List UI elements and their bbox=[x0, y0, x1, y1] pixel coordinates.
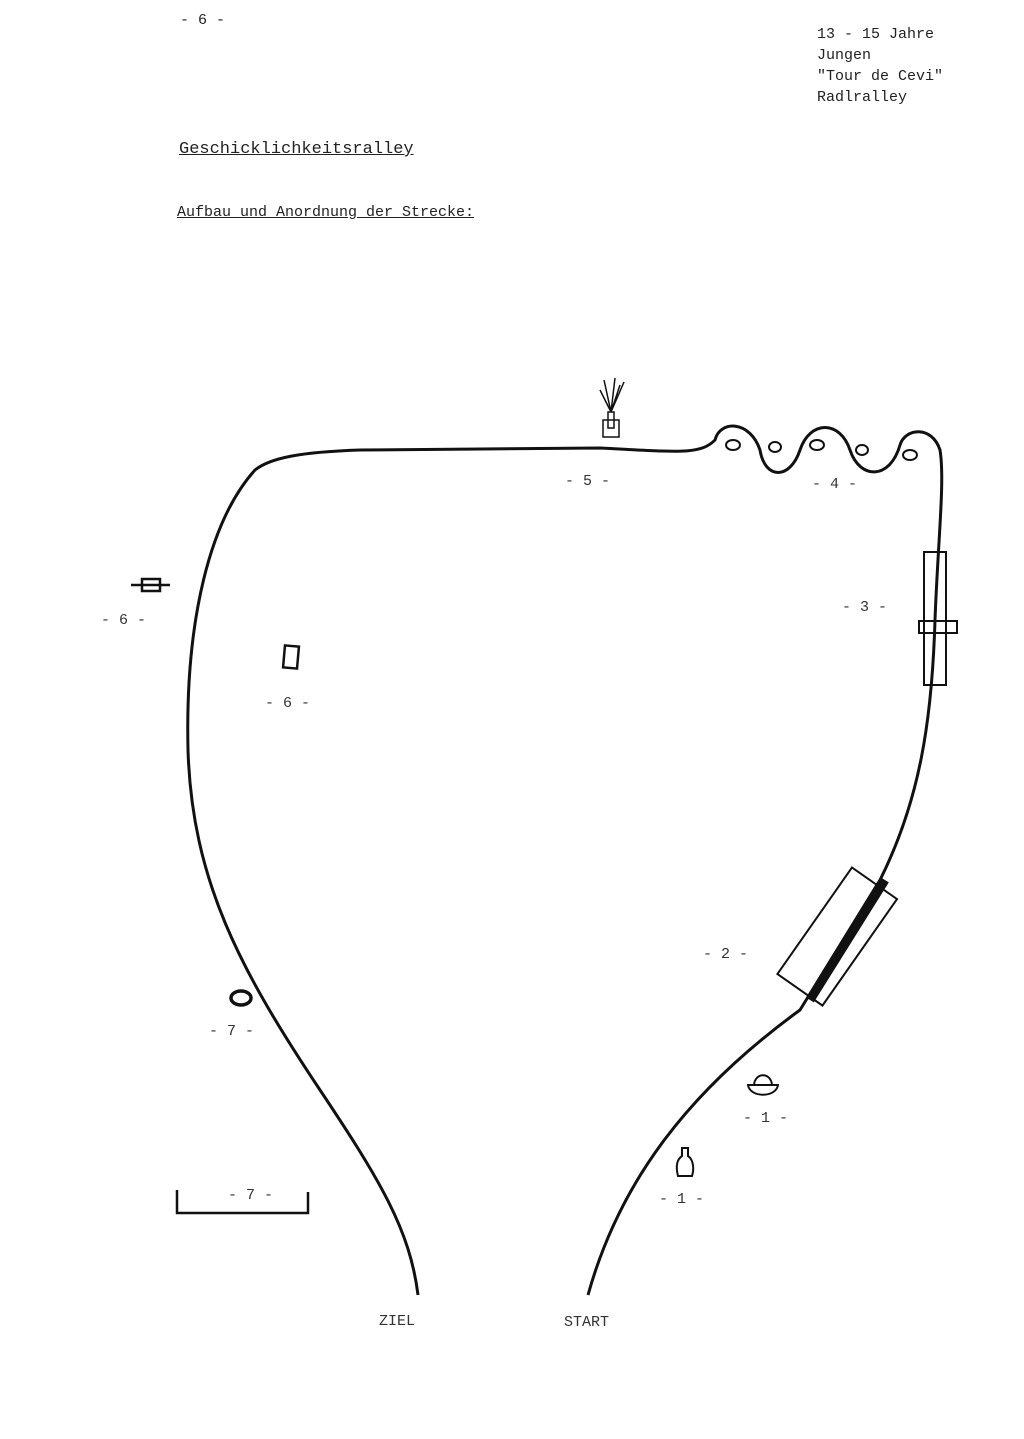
station-6-label: - 6 - bbox=[101, 612, 146, 629]
header-info: 13 - 15 Jahre Jungen "Tour de Cevi" Radl… bbox=[817, 24, 943, 108]
section-heading: Aufbau und Anordnung der Strecke: bbox=[177, 204, 475, 221]
station-5-label: - 5 - bbox=[565, 473, 610, 490]
finish-label: ZIEL bbox=[379, 1313, 415, 1330]
bowl-icon bbox=[746, 1074, 780, 1096]
header-age: 13 - 15 Jahre bbox=[817, 26, 935, 43]
station-4-label: - 4 - bbox=[812, 476, 857, 493]
bottle-icon bbox=[675, 1147, 695, 1177]
station-2-label: - 2 - bbox=[703, 946, 748, 963]
station-7-label: - 7 - bbox=[209, 1023, 254, 1040]
page-number: - 6 - bbox=[180, 12, 226, 29]
start-label: START bbox=[564, 1314, 609, 1331]
header-event: "Tour de Cevi" bbox=[817, 68, 944, 85]
box-icon bbox=[281, 644, 301, 670]
vase-icon bbox=[599, 377, 625, 438]
station-1-label: - 1 - bbox=[659, 1191, 704, 1208]
header-group: Jungen bbox=[817, 47, 872, 64]
barrier-icon bbox=[131, 577, 170, 593]
course-track bbox=[186, 424, 944, 1296]
station-7-label: - 7 - bbox=[228, 1187, 273, 1204]
station-3-label: - 3 - bbox=[842, 599, 887, 616]
plank-icon bbox=[918, 551, 958, 686]
page-title: Geschicklichkeitsralley bbox=[179, 140, 414, 159]
station-6-label: - 6 - bbox=[265, 695, 310, 712]
gate-icon bbox=[175, 1190, 310, 1215]
ramp-icon bbox=[776, 866, 899, 1007]
station-1-label: - 1 - bbox=[743, 1110, 788, 1127]
header-type: Radlralley bbox=[817, 89, 908, 106]
ring-icon bbox=[229, 989, 253, 1007]
cone-icon bbox=[725, 439, 918, 461]
